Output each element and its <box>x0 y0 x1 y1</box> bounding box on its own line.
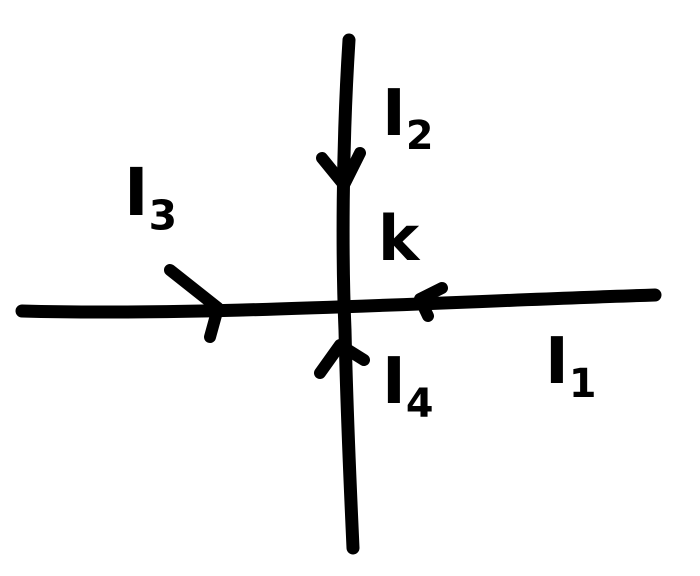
arrow-i2 <box>316 147 366 191</box>
label-i1: I1 <box>545 330 596 405</box>
label-i3-sub: 3 <box>148 191 178 240</box>
node-label: k <box>378 202 420 275</box>
label-i3: I3 <box>124 160 177 236</box>
label-i1-sub: 1 <box>568 360 597 407</box>
label-i2-sub: 2 <box>405 112 434 159</box>
label-i4-sub: 4 <box>405 380 434 427</box>
vertical-wire <box>336 33 360 555</box>
label-i3-main: I <box>124 154 149 231</box>
label-i2: I2 <box>382 82 433 157</box>
label-i2-main: I <box>382 77 406 151</box>
label-i4: I4 <box>382 350 433 425</box>
arrow-i4 <box>314 339 370 379</box>
label-i4-main: I <box>382 345 406 419</box>
horizontal-wire <box>15 288 662 319</box>
arrow-i1 <box>414 282 448 322</box>
arrow-i3 <box>164 264 224 343</box>
label-i1-main: I <box>545 325 569 399</box>
